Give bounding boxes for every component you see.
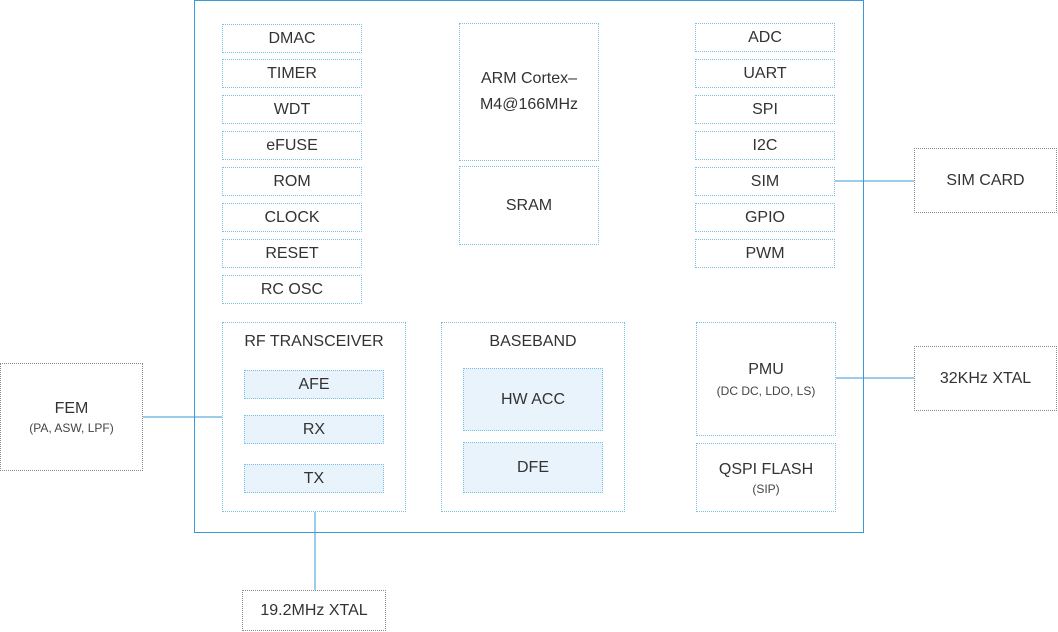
fem-title: FEM: [54, 400, 89, 417]
clock-block: CLOCK: [222, 203, 362, 232]
baseband-title: BASEBAND: [489, 333, 577, 350]
xtal-32k-box: 32KHz XTAL: [914, 346, 1057, 411]
pmu-title: PMU: [748, 361, 784, 378]
rom-block: ROM: [222, 167, 362, 196]
qspi-flash-title: QSPI FLASH: [718, 460, 814, 478]
qspi-flash-subtitle: (SIP): [752, 481, 780, 496]
cpu-label-line1: ARM Cortex–: [480, 70, 578, 87]
afe-block: AFE: [244, 370, 384, 399]
xtal-19m-box: 19.2MHz XTAL: [242, 590, 386, 631]
reset-block: RESET: [222, 239, 362, 268]
uart-block: UART: [695, 59, 835, 88]
baseband-block: BASEBAND: [441, 322, 625, 512]
spi-block: SPI: [695, 95, 835, 124]
gpio-block: GPIO: [695, 203, 835, 232]
sim-card-box: SIM CARD: [914, 148, 1057, 213]
i2c-block: I2C: [695, 131, 835, 160]
cpu-label-line2: M4@166MHz: [479, 96, 579, 113]
tx-block: TX: [244, 464, 384, 493]
sim-block: SIM: [695, 167, 835, 196]
rf-transceiver-title: RF TRANSCEIVER: [244, 333, 384, 350]
adc-block: ADC: [695, 23, 835, 52]
rf-transceiver-block: RF TRANSCEIVER: [222, 322, 406, 512]
pmu-block: PMU (DC DC, LDO, LS): [696, 322, 836, 436]
pwm-block: PWM: [695, 239, 835, 268]
fem-subtitle: (PA, ASW, LPF): [29, 421, 114, 435]
timer-block: TIMER: [222, 59, 362, 88]
efuse-block: eFUSE: [222, 131, 362, 160]
rc-osc-block: RC OSC: [222, 275, 362, 304]
rx-block: RX: [244, 415, 384, 444]
cpu-block: ARM Cortex– M4@166MHz: [459, 23, 599, 161]
dfe-block: DFE: [463, 442, 603, 493]
sram-block: SRAM: [459, 166, 599, 245]
dmac-block: DMAC: [222, 24, 362, 53]
hw-acc-block: HW ACC: [463, 368, 603, 431]
chip-boundary: [194, 0, 864, 533]
fem-box: FEM (PA, ASW, LPF): [0, 363, 143, 471]
pmu-subtitle: (DC DC, LDO, LS): [716, 384, 816, 398]
wdt-block: WDT: [222, 95, 362, 124]
qspi-flash-block: QSPI FLASH (SIP): [696, 443, 836, 512]
